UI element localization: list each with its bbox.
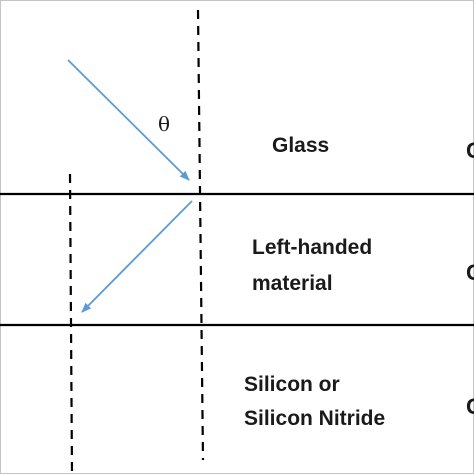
refracted-ray	[81, 200, 193, 313]
angle-theta-label: θ	[158, 112, 170, 136]
lhm-label-line1: Left-handed	[252, 236, 372, 259]
normal-line-left	[68, 173, 74, 474]
lhm-edge-glyph: C	[466, 260, 474, 285]
glass-label: Glass	[272, 134, 329, 157]
glass-edge-glyph: C	[466, 138, 474, 163]
lhm-label-line2: material	[252, 272, 333, 295]
normal-line-right	[196, 9, 205, 461]
incident-ray	[67, 59, 190, 181]
substrate-label-line2: Silicon Nitride	[244, 407, 385, 430]
substrate-edge-glyph: C	[466, 394, 474, 419]
substrate-label-line1: Silicon or	[244, 373, 340, 396]
